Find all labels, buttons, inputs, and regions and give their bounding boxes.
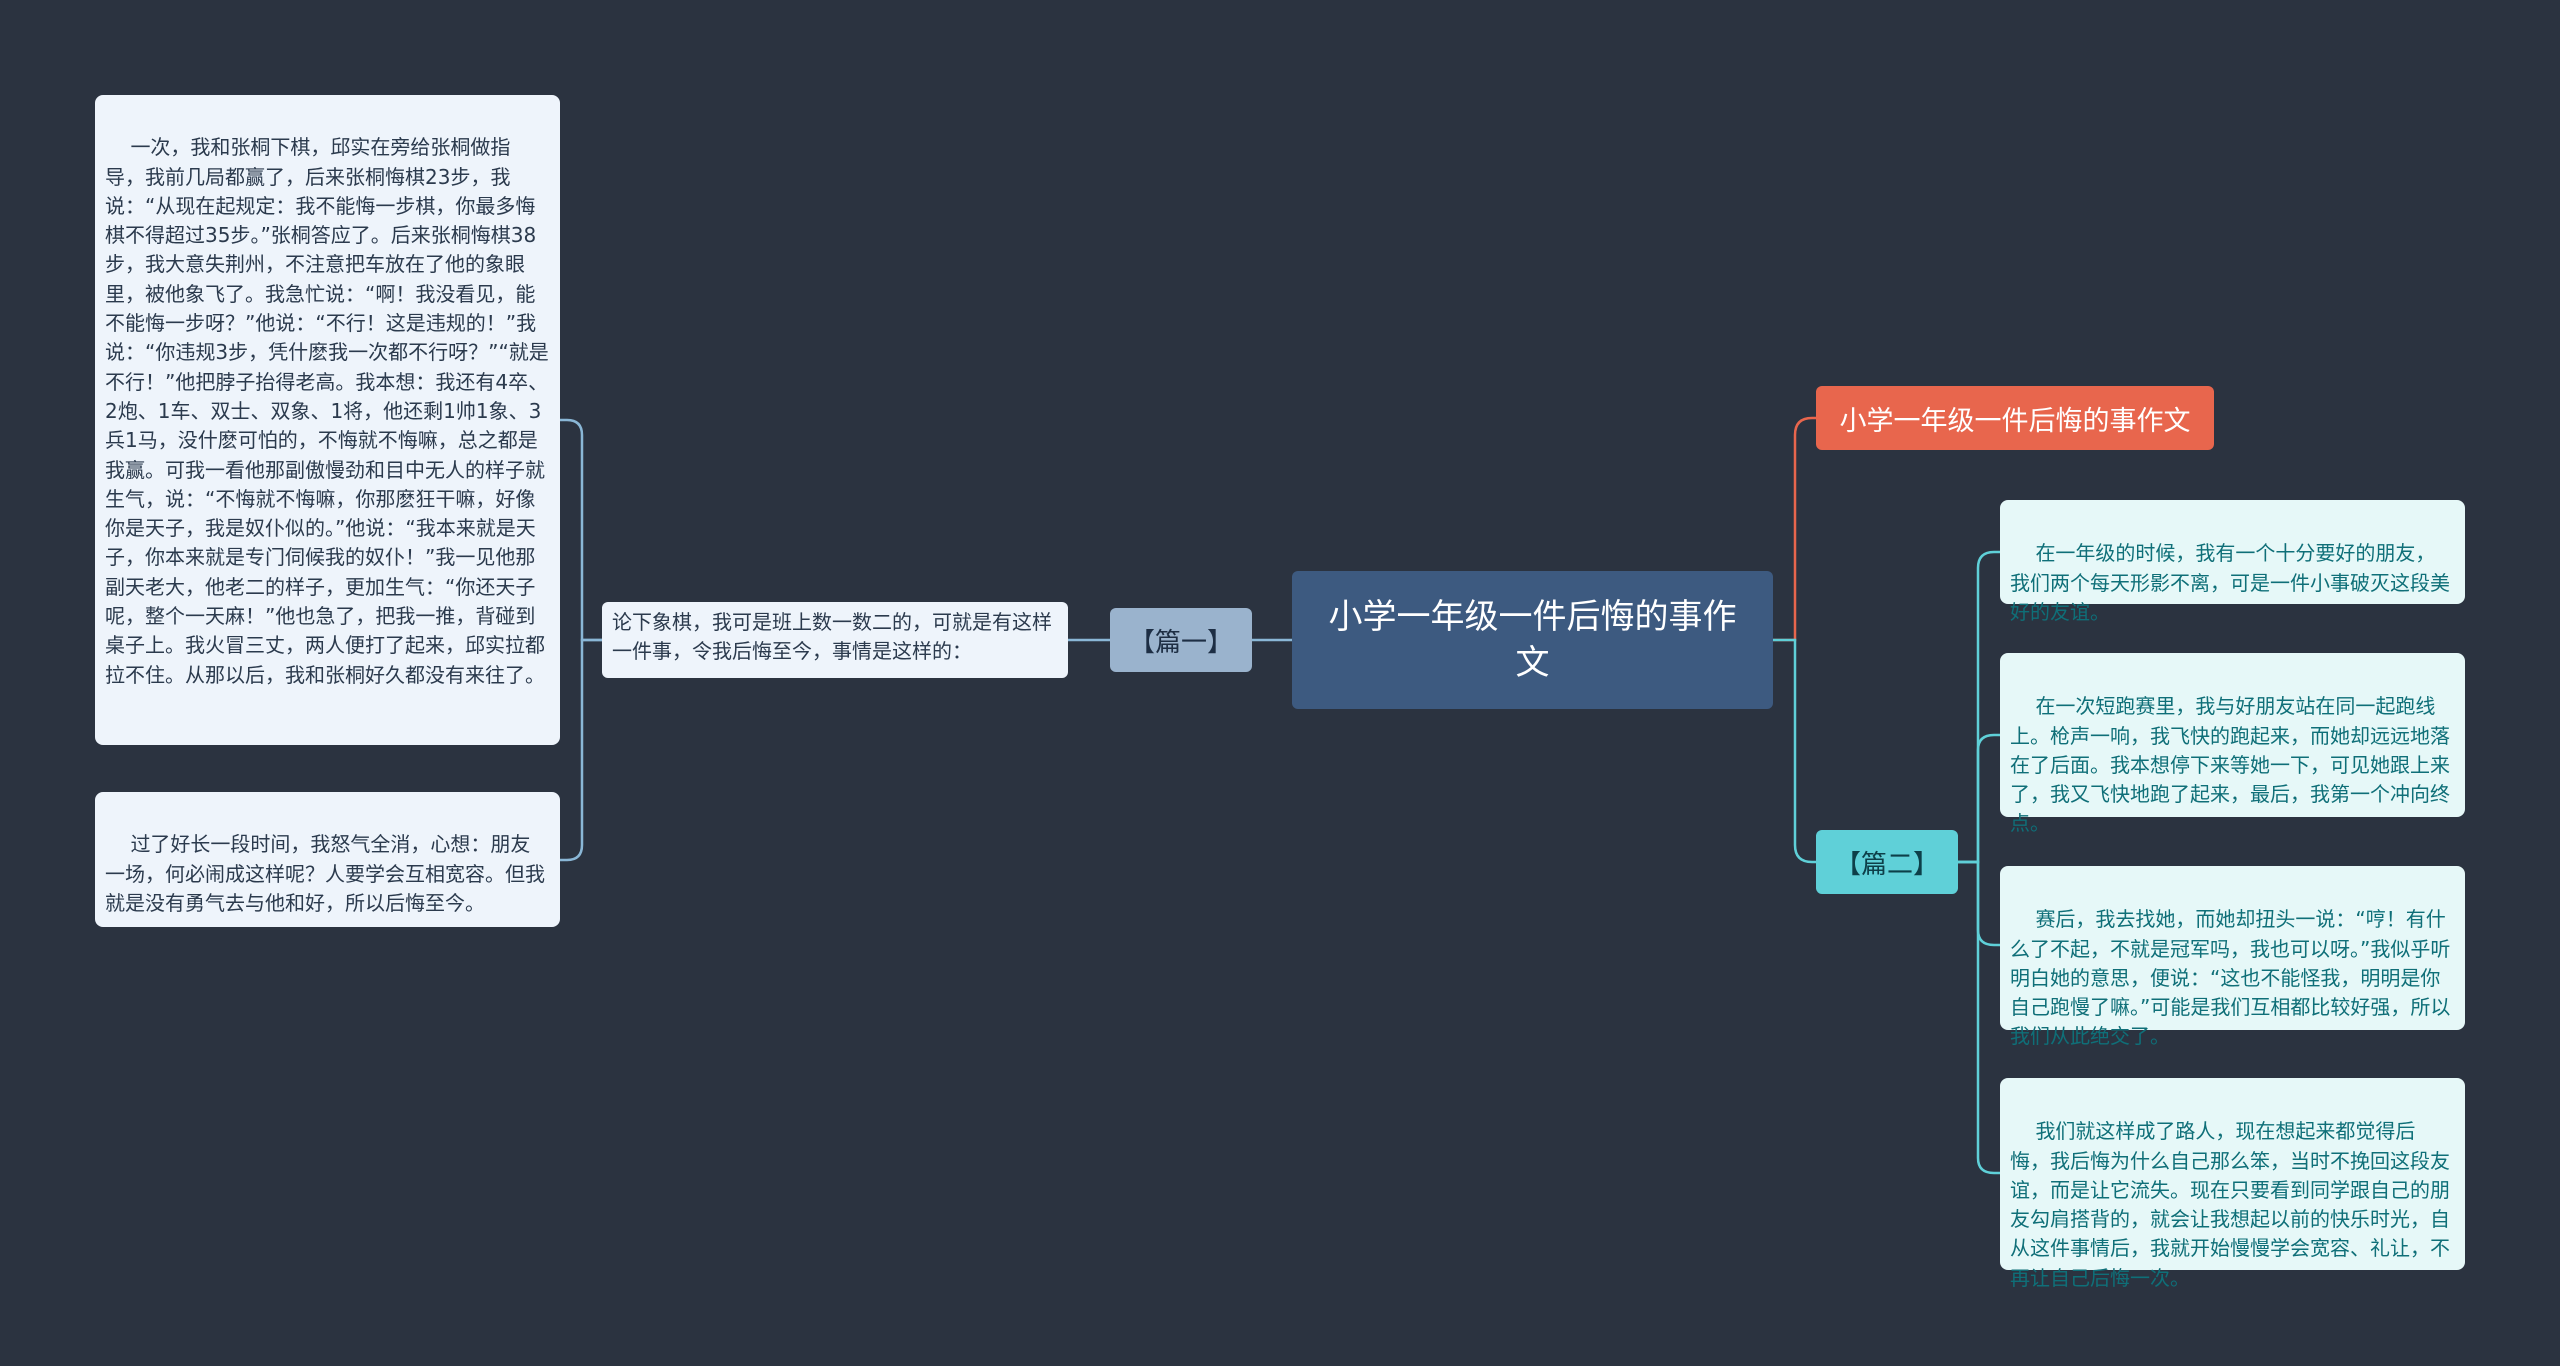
pian1-paragraph-1-text: 一次，我和张桐下棋，邱实在旁给张桐做指导，我前几局都赢了，后来张桐悔棋23步，我…	[105, 135, 549, 687]
link-pian2-para1	[1958, 550, 2000, 864]
pian1-paragraph-2-text: 过了好长一段时间，我怒气全消，心想：朋友一场，何必闹成这样呢？人要学会互相宽容。…	[105, 832, 545, 915]
pian1-node[interactable]: 【篇一】	[1110, 608, 1252, 672]
branch-title-label: 小学一年级一件后悔的事作文	[1839, 405, 2191, 437]
pian1-intro-text: 论下象棋，我可是班上数一数二的，可就是有这样一件事，令我后悔至今，事情是这样的：	[612, 610, 1052, 663]
pian2-node[interactable]: 【篇二】	[1816, 830, 1958, 894]
pian2-paragraph-1-text: 在一年级的时候，我有一个十分要好的朋友，我们两个每天形影不离，可是一件小事破灭这…	[2010, 541, 2450, 624]
pian2-paragraph-1[interactable]: 在一年级的时候，我有一个十分要好的朋友，我们两个每天形影不离，可是一件小事破灭这…	[2000, 500, 2465, 624]
pian1-paragraph-2[interactable]: 过了好长一段时间，我怒气全消，心想：朋友一场，何必闹成这样呢？人要学会互相宽容。…	[95, 792, 560, 927]
pian1-paragraph-1[interactable]: 一次，我和张桐下棋，邱实在旁给张桐做指导，我前几局都赢了，后来张桐悔棋23步，我…	[95, 95, 560, 745]
root-topic[interactable]: 小学一年级一件后悔的事作文	[1292, 571, 1773, 709]
branch-title-node[interactable]: 小学一年级一件后悔的事作文	[1816, 386, 2214, 450]
link-root-pian2	[1773, 638, 1816, 864]
pian1-label: 【篇一】	[1128, 627, 1233, 658]
root-title: 小学一年级一件后悔的事作文	[1328, 597, 1737, 683]
link-intro-para1	[560, 418, 602, 642]
pian2-paragraph-3[interactable]: 赛后，我去找她，而她却扭头一说：“哼！有什么了不起，不就是冠军吗，我也可以呀。”…	[2000, 866, 2465, 1048]
link-intro-para2	[560, 638, 602, 862]
pian2-paragraph-2-text: 在一次短跑赛里，我与好朋友站在同一起跑线上。枪声一响，我飞快的跑起来，而她却远远…	[2010, 694, 2450, 836]
pian2-paragraph-4[interactable]: 我们就这样成了路人，现在想起来都觉得后悔，我后悔为什么自己那么笨，当时不挽回这段…	[2000, 1078, 2465, 1290]
pian1-intro-node[interactable]: 论下象棋，我可是班上数一数二的，可就是有这样一件事，令我后悔至今，事情是这样的：	[602, 602, 1068, 678]
pian2-paragraph-2[interactable]: 在一次短跑赛里，我与好朋友站在同一起跑线上。枪声一响，我飞快的跑起来，而她却远远…	[2000, 653, 2465, 835]
pian2-paragraph-4-text: 我们就这样成了路人，现在想起来都觉得后悔，我后悔为什么自己那么笨，当时不挽回这段…	[2010, 1119, 2450, 1290]
pian2-paragraph-3-text: 赛后，我去找她，而她却扭头一说：“哼！有什么了不起，不就是冠军吗，我也可以呀。”…	[2010, 907, 2451, 1049]
link-pian2-para4	[1958, 860, 2000, 1175]
link-root-title	[1773, 416, 1816, 642]
pian2-label: 【篇二】	[1834, 849, 1939, 880]
link-pian2-para2	[1958, 733, 2000, 864]
